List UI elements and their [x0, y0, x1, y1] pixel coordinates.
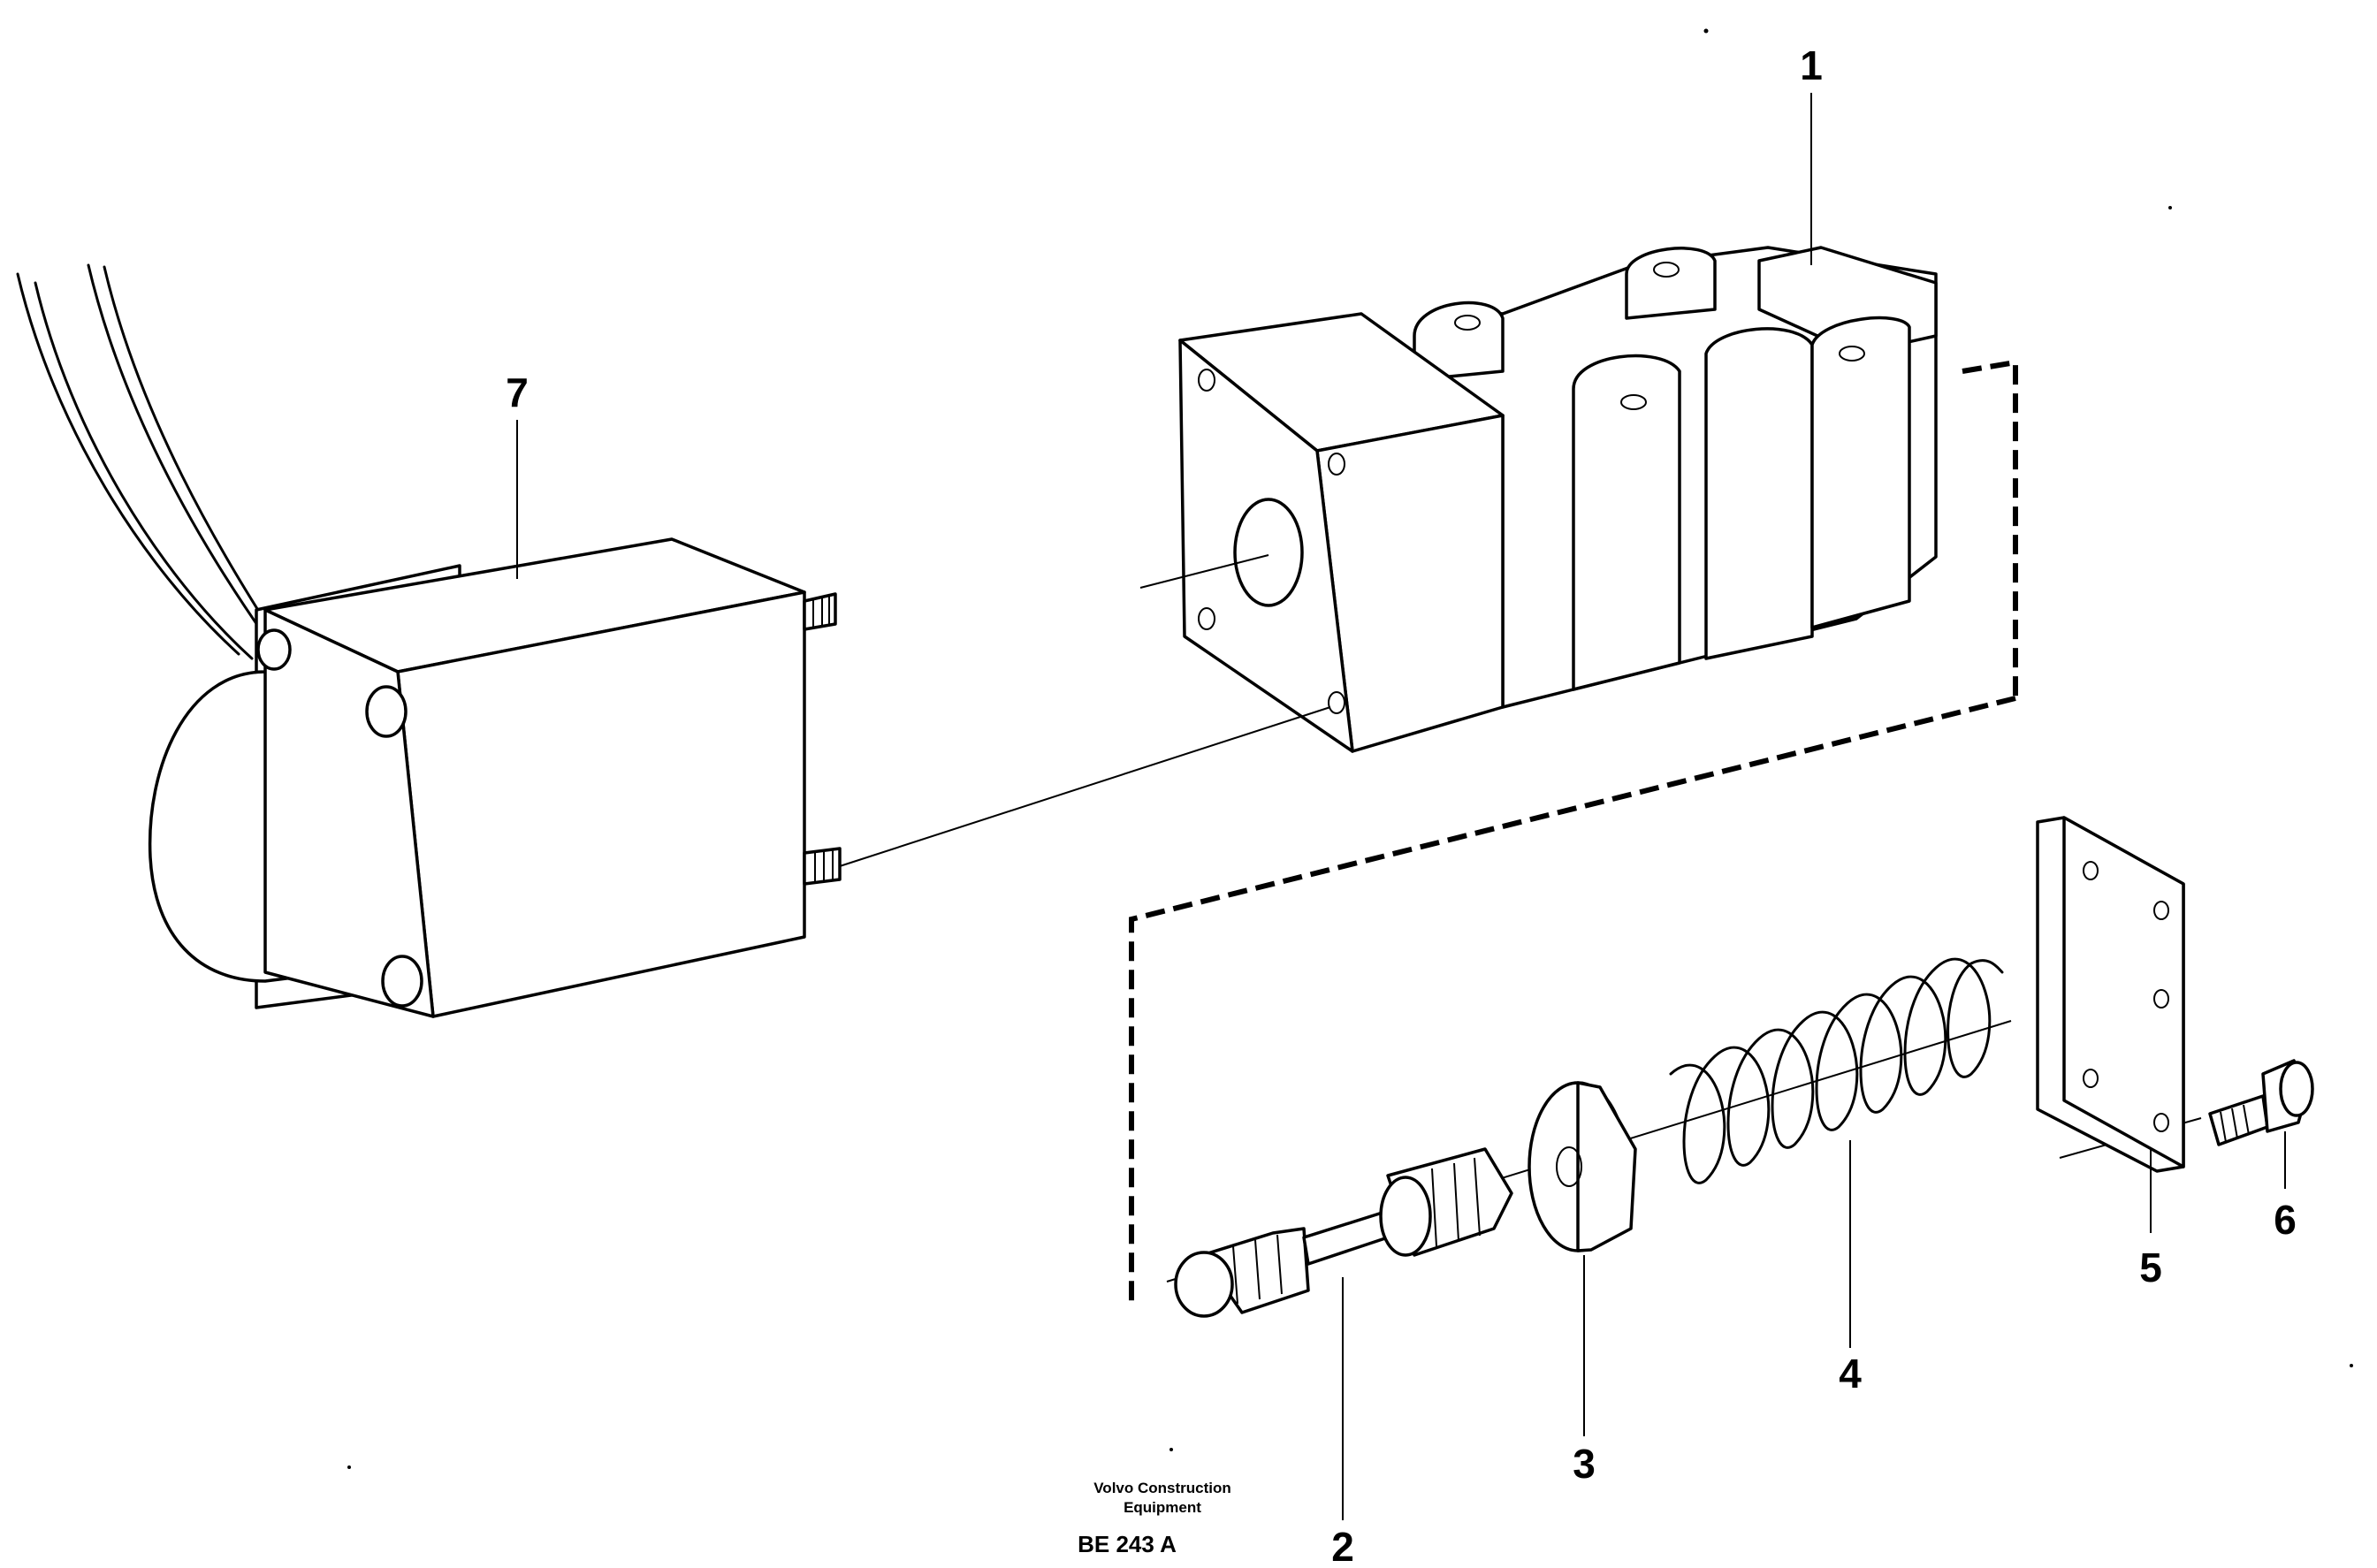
drawing-reference: BE 243 A	[1078, 1531, 1177, 1557]
callout-3: 3	[1573, 1441, 1596, 1487]
part-5-cover-plate	[2036, 816, 2185, 1173]
brand-line-2: Equipment	[1124, 1499, 1201, 1516]
callout-6: 6	[2274, 1197, 2297, 1243]
callout-1: 1	[1800, 42, 1823, 88]
part-7-solenoid	[16, 263, 842, 1018]
part-4-spring	[1669, 957, 2004, 1184]
part-3-spring-seat	[1528, 1081, 1637, 1252]
brand-line-1: Volvo Construction	[1093, 1480, 1231, 1496]
assembly-boundary-dashed	[1129, 359, 2018, 1308]
callout-labels: 1 2 3 4 5 6 7	[506, 42, 2297, 1568]
callout-4: 4	[1839, 1351, 1862, 1397]
callout-7: 7	[506, 369, 529, 415]
callout-2: 2	[1331, 1524, 1354, 1568]
scan-specks	[347, 28, 2353, 1469]
footer-credit: Volvo Construction Equipment BE 243 A	[1078, 1480, 1231, 1557]
part-2-spool	[1174, 1147, 1513, 1318]
callout-5: 5	[2139, 1245, 2162, 1290]
part-6-screw	[2208, 1059, 2314, 1146]
leader-lines	[516, 93, 2286, 1520]
part-1-valve-housing	[1178, 246, 1938, 753]
